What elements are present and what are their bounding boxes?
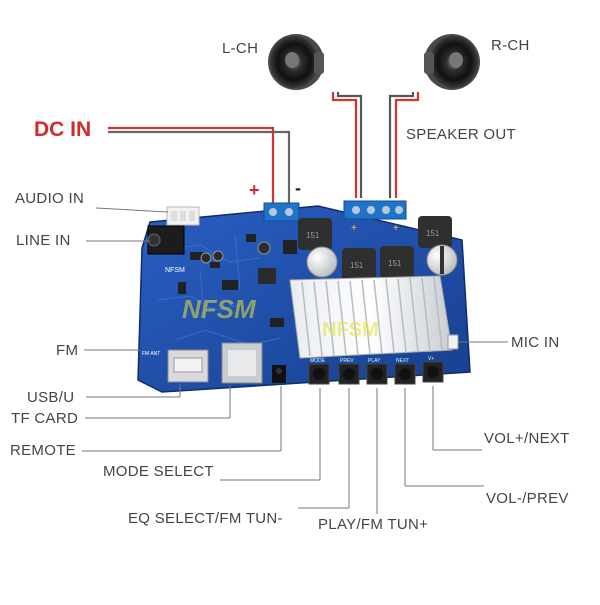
label-vol-next: VOL+/NEXT [484, 430, 570, 447]
svg-text:V+: V+ [428, 356, 434, 362]
label-dc-in: DC IN [34, 118, 92, 141]
label-dc-plus: + [249, 180, 260, 200]
speaker-wires [331, 92, 420, 198]
svg-text:+: + [393, 223, 399, 234]
right-speaker-icon [424, 34, 480, 90]
label-remote: REMOTE [10, 442, 76, 459]
svg-text:NFSM: NFSM [165, 267, 185, 274]
capacitors [306, 244, 458, 278]
label-mode-select: MODE SELECT [103, 463, 214, 480]
label-r-ch: R-CH [491, 37, 530, 54]
svg-text:PREV: PREV [340, 358, 354, 364]
label-speaker-out: SPEAKER OUT [406, 126, 516, 143]
buttons: MODE PREV PLAY NEXT V+ [308, 356, 444, 385]
line-in-jack [147, 225, 185, 255]
label-mic-in: MIC IN [511, 334, 560, 351]
speaker-out-terminal: + + [343, 200, 407, 234]
label-play: PLAY/FM TUN+ [318, 516, 429, 533]
pcb-board: + + 151 151 151 151 [137, 200, 471, 393]
svg-text:151: 151 [388, 259, 402, 268]
heatsink [289, 275, 453, 359]
inductors: 151 151 151 151 [298, 216, 452, 280]
watermark-right: NFSM [322, 319, 379, 341]
svg-text:151: 151 [426, 229, 440, 238]
svg-text:151: 151 [350, 261, 364, 270]
watermark-left: NFSM [182, 294, 257, 324]
left-speaker-icon [268, 34, 324, 90]
label-tf-card: TF CARD [11, 410, 79, 427]
tf-card-slot [221, 342, 263, 384]
label-vol-prev: VOL-/PREV [486, 490, 569, 507]
svg-text:151: 151 [306, 231, 320, 240]
label-line-in: LINE IN [16, 232, 71, 249]
dc-in-terminal [263, 202, 300, 222]
remote-receiver [272, 365, 286, 383]
leader-lines [82, 207, 508, 514]
dc-in-wires [108, 126, 291, 205]
label-eq-select: EQ SELECT/FM TUN- [128, 510, 283, 527]
label-l-ch: L-CH [222, 40, 259, 57]
label-audio-in: AUDIO IN [15, 190, 85, 207]
svg-text:MODE: MODE [310, 358, 326, 364]
svg-text:PLAY: PLAY [368, 358, 381, 364]
svg-text:FM ANT: FM ANT [142, 351, 160, 357]
svg-text:NEXT: NEXT [396, 358, 409, 364]
audio-in-connector [166, 206, 200, 226]
mic-in-connector [447, 334, 459, 350]
label-dc-minus: - [295, 178, 301, 198]
label-fm: FM [56, 342, 79, 359]
label-usb-u: USB/U [27, 389, 75, 406]
svg-text:+: + [351, 223, 357, 234]
usb-port [167, 349, 209, 383]
